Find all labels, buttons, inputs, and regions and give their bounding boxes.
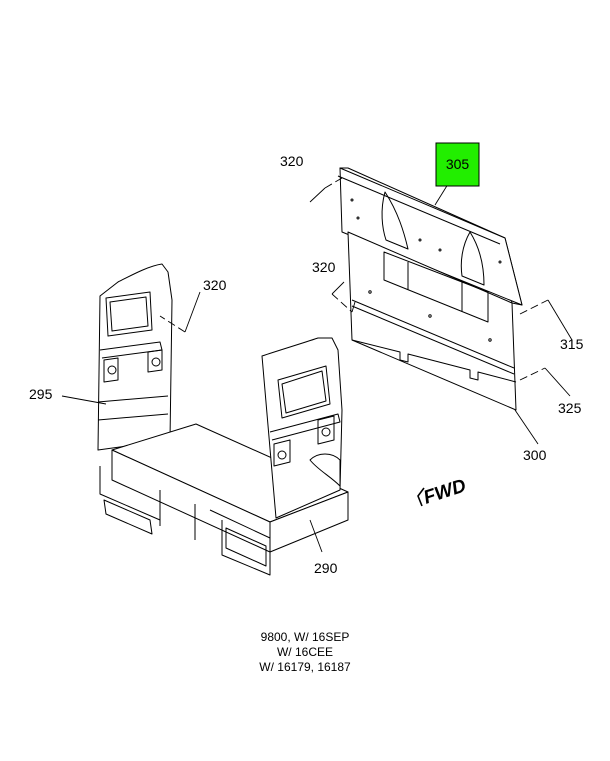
fwd-arrow-icon — [417, 487, 425, 507]
caption-line-1: 9800, W/ 16SEP — [260, 630, 350, 644]
callout-300[interactable]: 300 — [523, 447, 547, 463]
callout-320-top[interactable]: 320 — [280, 153, 304, 169]
callout-315[interactable]: 315 — [560, 336, 584, 352]
callout-305-highlight[interactable] — [435, 142, 480, 187]
callout-305[interactable]: 305 — [446, 156, 470, 172]
fwd-label: FWD — [421, 475, 469, 508]
callout-320-left[interactable]: 320 — [203, 277, 227, 293]
fwd-indicator: FWD — [417, 475, 469, 509]
leader-lines — [61, 167, 573, 553]
callout-325[interactable]: 325 — [558, 400, 582, 416]
part-295-left-panel — [97, 263, 173, 451]
diagram-caption: 9800, W/ 16SEP W/ 16CEE W/ 16179, 16187 — [0, 630, 610, 675]
callout-295[interactable]: 295 — [29, 386, 53, 402]
caption-line-2: W/ 16CEE — [276, 645, 333, 659]
caption-line-3: W/ 16179, 16187 — [259, 660, 351, 674]
callout-290[interactable]: 290 — [314, 560, 338, 576]
part-300-lower-panel — [347, 231, 517, 411]
part-305-upper-panel — [337, 167, 523, 306]
part-290-right-panel — [261, 337, 343, 519]
callout-320-middle[interactable]: 320 — [312, 259, 336, 275]
